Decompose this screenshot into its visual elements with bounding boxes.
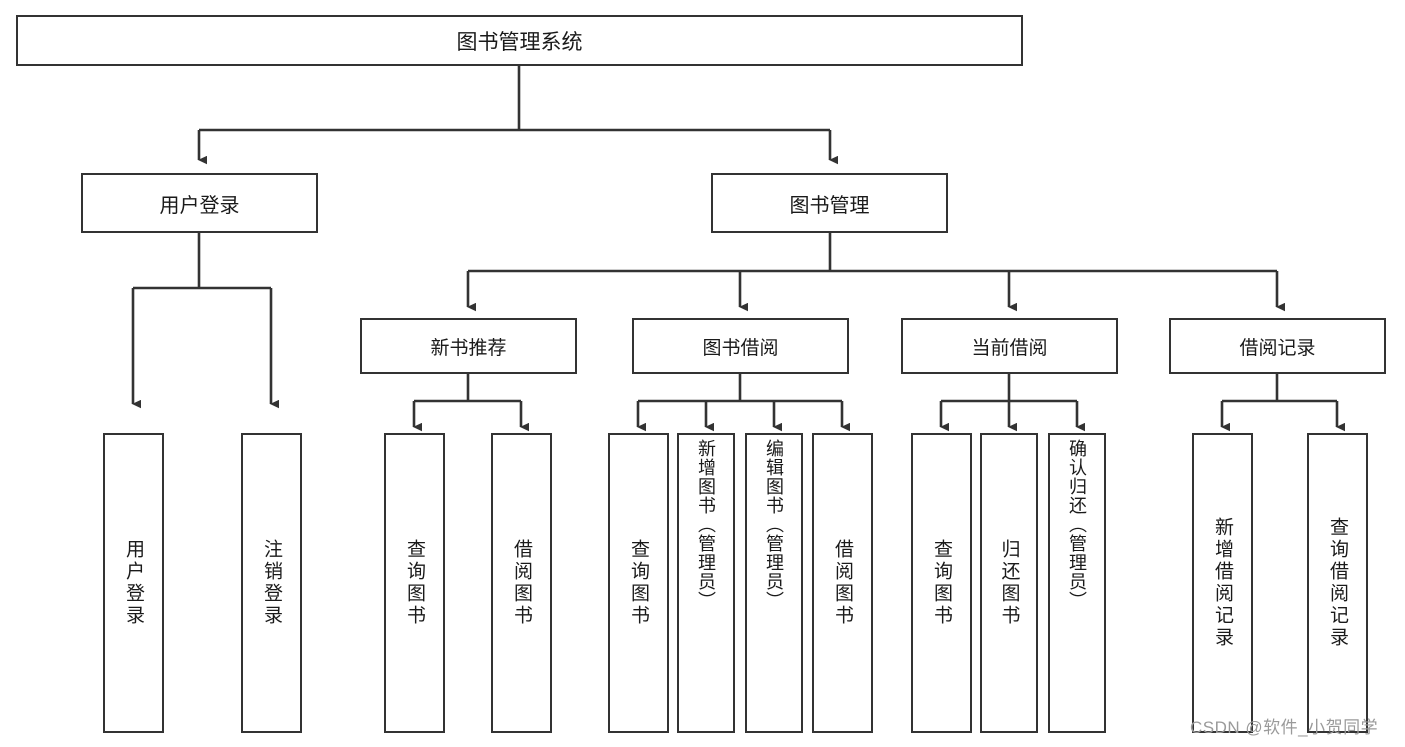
node-leaf-borrow-book-2-label: 借阅图书 [832, 539, 853, 627]
node-leaf-user-login-label: 用户登录 [123, 539, 144, 627]
node-leaf-query-borrow-record[interactable]: 查询借阅记录 [1307, 433, 1368, 733]
node-leaf-add-borrow-record-label: 新增借阅记录 [1212, 517, 1233, 649]
node-leaf-add-book-admin-label: 新增图书（管理员） [696, 439, 716, 610]
node-leaf-confirm-return-admin-label: 确认归还（管理员） [1067, 439, 1087, 610]
node-leaf-query-book-3-label: 查询图书 [931, 539, 952, 627]
node-leaf-query-book-2-label: 查询图书 [628, 539, 649, 627]
node-leaf-query-book-2[interactable]: 查询图书 [608, 433, 669, 733]
node-book-borrow[interactable]: 图书借阅 [632, 318, 849, 374]
node-user-login-label: 用户登录 [159, 194, 240, 217]
node-leaf-add-book-admin[interactable]: 新增图书（管理员） [677, 433, 735, 733]
node-leaf-edit-book-admin[interactable]: 编辑图书（管理员） [745, 433, 803, 733]
node-leaf-user-login[interactable]: 用户登录 [103, 433, 164, 733]
node-leaf-query-book-1-label: 查询图书 [404, 539, 425, 627]
node-new-book-recommend-label: 新书推荐 [430, 337, 507, 359]
node-book-management-label: 图书管理 [789, 194, 870, 217]
node-leaf-confirm-return-admin[interactable]: 确认归还（管理员） [1048, 433, 1106, 733]
node-root[interactable]: 图书管理系统 [16, 15, 1023, 66]
node-leaf-query-book-3[interactable]: 查询图书 [911, 433, 972, 733]
node-leaf-logout-login-label: 注销登录 [261, 539, 282, 627]
node-leaf-borrow-book-1[interactable]: 借阅图书 [491, 433, 552, 733]
node-leaf-return-book[interactable]: 归还图书 [980, 433, 1038, 733]
node-current-borrow-label: 当前借阅 [971, 337, 1048, 359]
node-leaf-logout-login[interactable]: 注销登录 [241, 433, 302, 733]
node-leaf-query-borrow-record-label: 查询借阅记录 [1327, 517, 1348, 649]
node-leaf-borrow-book-2[interactable]: 借阅图书 [812, 433, 873, 733]
node-book-borrow-label: 图书借阅 [702, 337, 779, 359]
node-leaf-borrow-book-1-label: 借阅图书 [511, 539, 532, 627]
node-current-borrow[interactable]: 当前借阅 [901, 318, 1118, 374]
node-leaf-edit-book-admin-label: 编辑图书（管理员） [764, 439, 784, 610]
node-user-login[interactable]: 用户登录 [81, 173, 318, 233]
node-root-label: 图书管理系统 [456, 30, 583, 54]
node-borrow-record-label: 借阅记录 [1239, 337, 1316, 359]
node-leaf-add-borrow-record[interactable]: 新增借阅记录 [1192, 433, 1253, 733]
watermark-text: CSDN @软件_小贺同学 [1190, 718, 1379, 737]
node-leaf-return-book-label: 归还图书 [998, 539, 1020, 627]
node-book-management[interactable]: 图书管理 [711, 173, 948, 233]
node-borrow-record[interactable]: 借阅记录 [1169, 318, 1386, 374]
node-leaf-query-book-1[interactable]: 查询图书 [384, 433, 445, 733]
node-new-book-recommend[interactable]: 新书推荐 [360, 318, 577, 374]
